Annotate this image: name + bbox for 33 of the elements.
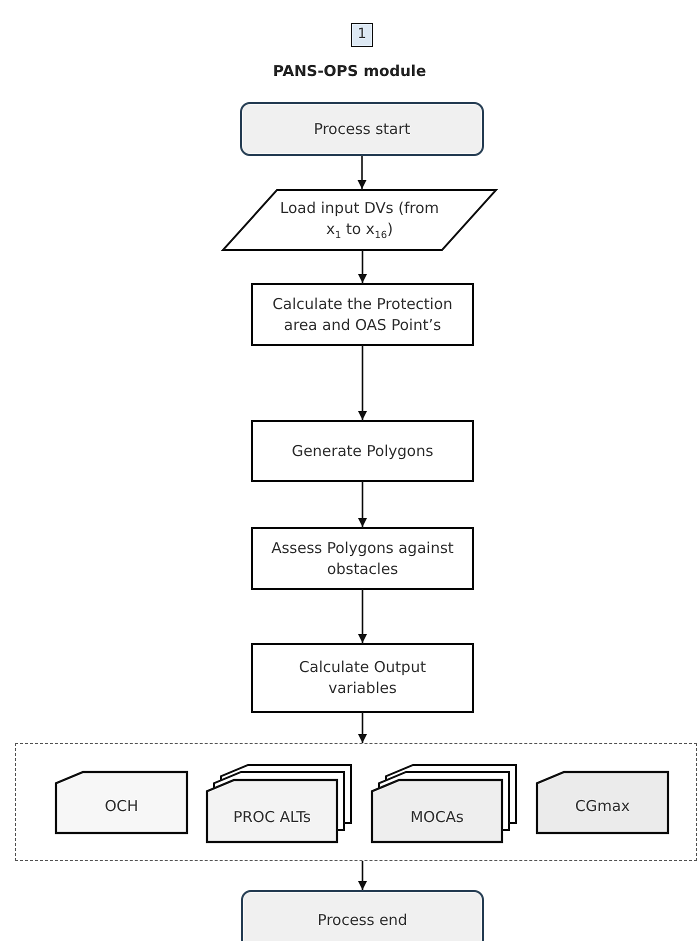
node-text: MOCAs [410, 806, 464, 828]
node-text: Generate Polygons [292, 440, 434, 462]
arrow [358, 346, 367, 420]
output-card [536, 771, 669, 834]
node-text: Assess Polygons against obstacles [270, 538, 455, 580]
node-text: OCH [104, 796, 138, 817]
node-text: Process end [318, 910, 408, 930]
step-number-box [351, 23, 373, 47]
process-box [251, 643, 474, 713]
node-text: 1 [358, 25, 366, 44]
process-box [251, 283, 474, 346]
arrow [358, 590, 367, 643]
output-group-box [15, 743, 697, 861]
document-stack [206, 764, 354, 844]
node-text: Calculate Output variables [298, 657, 427, 699]
diagram-title: PANS-OPS module [272, 62, 428, 80]
process-box [251, 420, 474, 482]
node-text: Load input DVs (from x$_{1}$ to x$_{16}$) [280, 198, 439, 242]
node-text: CGmax [575, 796, 630, 817]
arrow [358, 251, 367, 283]
arrow [358, 156, 366, 189]
document-stack [371, 764, 519, 844]
node-text: Process start [314, 118, 410, 140]
terminal-box [240, 102, 484, 156]
node-text: Calculate the Protection area and OAS Point’s [271, 294, 454, 336]
arrow [358, 713, 367, 743]
arrow [358, 482, 367, 527]
terminal-box [241, 890, 484, 941]
output-card [55, 771, 188, 834]
arrow [358, 861, 367, 890]
process-box [251, 527, 474, 590]
input-parallelogram [222, 189, 497, 251]
node-text: PROC ALTs [233, 806, 311, 828]
